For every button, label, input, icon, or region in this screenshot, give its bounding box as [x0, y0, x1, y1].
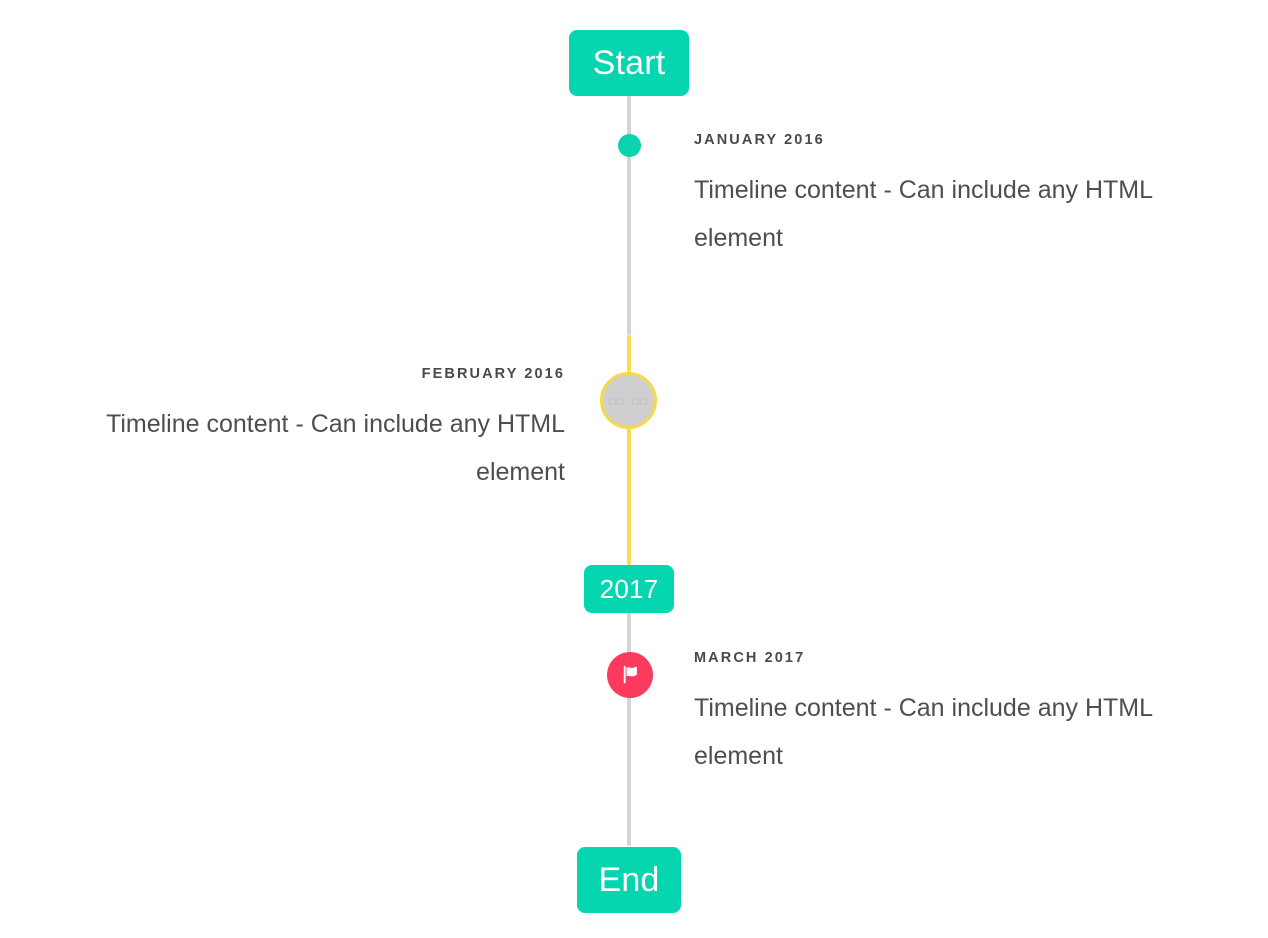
timeline-event-date: MARCH 2017	[694, 650, 806, 666]
timeline-axis-top	[627, 94, 631, 335]
timeline-event-february-2016: FEBRUARY 2016 Timeline content - Can inc…	[40, 366, 565, 496]
timeline-start-badge[interactable]: Start	[569, 30, 689, 96]
timeline-event-date: FEBRUARY 2016	[421, 366, 565, 382]
missing-glyph-icon: □□ □□	[609, 393, 648, 407]
timeline-event-content: Timeline content - Can include any HTML …	[694, 694, 1153, 770]
timeline-event-january-2016: JANUARY 2016 Timeline content - Can incl…	[694, 132, 1224, 262]
timeline-start-label: Start	[592, 43, 666, 82]
timeline-event-march-2017: MARCH 2017 Timeline content - Can includ…	[694, 650, 1224, 780]
timeline-event-content: Timeline content - Can include any HTML …	[106, 410, 565, 486]
timeline-year-label: 2017	[599, 573, 659, 604]
timeline-end-badge[interactable]: End	[577, 847, 681, 913]
timeline-marker-january-2016[interactable]	[618, 134, 641, 157]
timeline-axis-bottom	[627, 613, 631, 846]
timeline-end-label: End	[598, 860, 660, 899]
timeline-event-content: Timeline content - Can include any HTML …	[694, 176, 1153, 252]
timeline-event-date: JANUARY 2016	[694, 132, 825, 148]
timeline-axis-highlight	[627, 335, 631, 565]
timeline-year-badge[interactable]: 2017	[584, 565, 674, 613]
timeline-marker-february-2016[interactable]: □□ □□	[600, 372, 657, 429]
timeline-marker-march-2017[interactable]	[607, 652, 653, 698]
flag-icon	[619, 664, 641, 686]
